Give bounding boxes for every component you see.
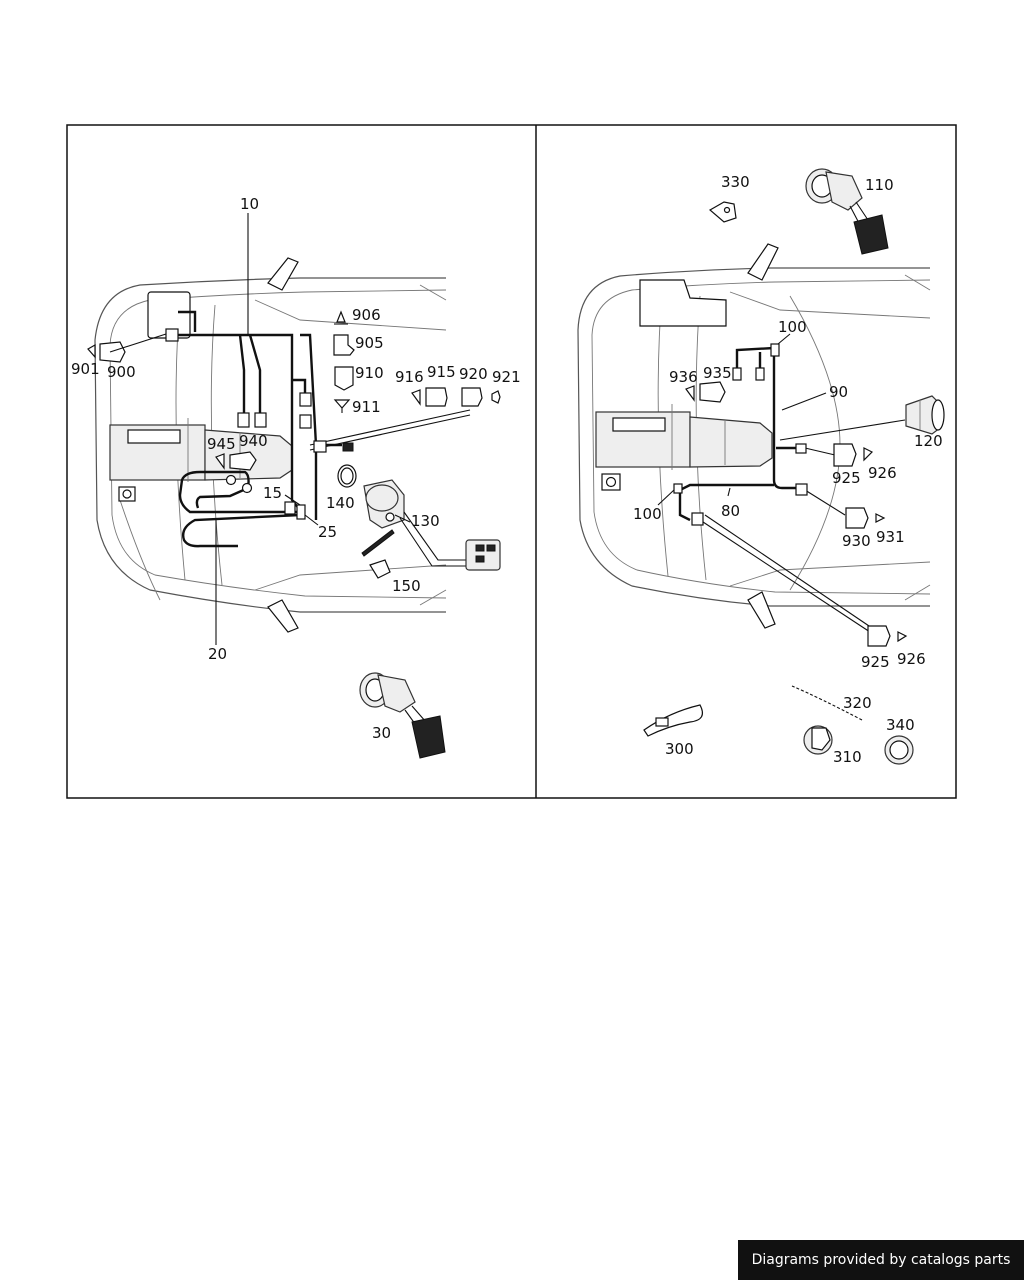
left-connectors	[165, 328, 354, 520]
label-925-lower: 925	[861, 653, 890, 671]
label-920: 920	[459, 365, 488, 383]
right-lamp-120	[905, 395, 945, 435]
label-940: 940	[239, 432, 268, 450]
left-sensor-assembly	[337, 464, 501, 579]
label-30: 30	[372, 724, 391, 742]
label-915: 915	[427, 363, 456, 381]
label-310: 310	[833, 748, 862, 766]
label-905: 905	[355, 334, 384, 352]
label-945: 945	[207, 435, 236, 453]
right-connectors	[673, 343, 808, 526]
label-921: 921	[492, 368, 521, 386]
label-15: 15	[263, 484, 282, 502]
label-20: 20	[208, 645, 227, 663]
diagram-frame	[66, 124, 957, 799]
right-panel: 330 110 100 90 936 935 120 925 926 100 8…	[577, 168, 945, 766]
left-panel: 10 906 905 910 911 916 915 920 921 901 9…	[71, 195, 521, 759]
label-930: 930	[842, 532, 871, 550]
label-150: 150	[392, 577, 421, 595]
right-small-parts	[685, 201, 908, 647]
label-80: 80	[721, 502, 740, 520]
right-car-outline	[577, 243, 931, 629]
label-910: 910	[355, 364, 384, 382]
label-100-lower: 100	[633, 505, 662, 523]
label-120: 120	[914, 432, 943, 450]
label-320: 320	[843, 694, 872, 712]
left-labels: 10 906 905 910 911 916 915 920 921 901 9…	[71, 195, 521, 742]
label-140: 140	[326, 494, 355, 512]
label-926-lower: 926	[897, 650, 926, 668]
right-module-unit	[595, 404, 773, 470]
left-harness	[172, 310, 471, 548]
left-small-parts	[87, 310, 501, 471]
label-100-top: 100	[778, 318, 807, 336]
left-sensor-30	[359, 672, 446, 759]
right-labels: 330 110 100 90 936 935 120 925 926 100 8…	[633, 173, 943, 766]
label-25: 25	[318, 523, 337, 541]
label-10: 10	[240, 195, 259, 213]
left-module-unit	[109, 418, 293, 482]
label-901: 901	[71, 360, 100, 378]
label-936: 936	[669, 368, 698, 386]
label-340: 340	[886, 716, 915, 734]
credit-banner: Diagrams provided by catalogs parts	[738, 1240, 1024, 1280]
label-110: 110	[865, 176, 894, 194]
label-330: 330	[721, 173, 750, 191]
right-fasteners	[643, 685, 914, 765]
label-931: 931	[876, 528, 905, 546]
right-sensor-110	[805, 168, 889, 255]
label-916: 916	[395, 368, 424, 386]
left-leader-lines	[109, 213, 411, 645]
label-925-upper: 925	[832, 469, 861, 487]
label-900: 900	[107, 363, 136, 381]
label-911: 911	[352, 398, 381, 416]
label-300: 300	[665, 740, 694, 758]
label-90: 90	[829, 383, 848, 401]
label-926-upper: 926	[868, 464, 897, 482]
right-leader-lines	[657, 333, 827, 506]
label-906: 906	[352, 306, 381, 324]
label-130: 130	[411, 512, 440, 530]
label-935: 935	[703, 364, 732, 382]
